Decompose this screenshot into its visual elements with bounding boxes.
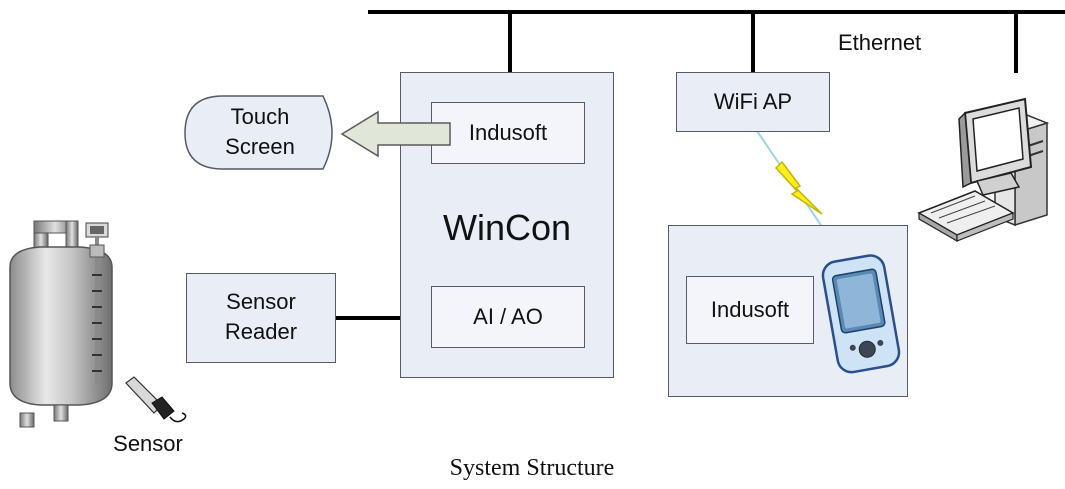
- diagram-caption: System Structure: [449, 455, 615, 481]
- pda-icon: [821, 254, 901, 374]
- ethernet-label: Ethernet: [838, 30, 922, 55]
- wifi-ap-label: WiFi AP: [713, 89, 793, 114]
- lightning-bolt-icon: [774, 160, 823, 215]
- sensor-reader-label-line2: Reader: [224, 319, 298, 344]
- touch-screen-shape: [184, 95, 333, 170]
- desktop-computer-icon: [917, 97, 1050, 243]
- wifi-ap-box: [676, 72, 830, 132]
- sensor-label: Sensor: [113, 431, 183, 456]
- indusoft-pda-label: Indusoft: [710, 297, 790, 322]
- ai-ao-box: [431, 286, 585, 348]
- ai-ao-label: AI / AO: [473, 304, 543, 329]
- storage-tank-icon: [9, 220, 113, 428]
- indusoft-wincon-box: [431, 102, 585, 164]
- sensor-reader-box: [186, 273, 336, 363]
- arrow-left-icon: [340, 110, 451, 158]
- indusoft-wincon-label: Indusoft: [468, 120, 548, 145]
- sensor-reader-label-line1: Sensor: [226, 289, 296, 314]
- wincon-label: WinCon: [442, 207, 572, 248]
- touch-screen-label-line1: Touch: [230, 104, 290, 129]
- indusoft-pda-box: [686, 276, 814, 344]
- touch-screen-label-line2: Screen: [225, 134, 295, 159]
- sensor-probe-icon: [125, 376, 187, 423]
